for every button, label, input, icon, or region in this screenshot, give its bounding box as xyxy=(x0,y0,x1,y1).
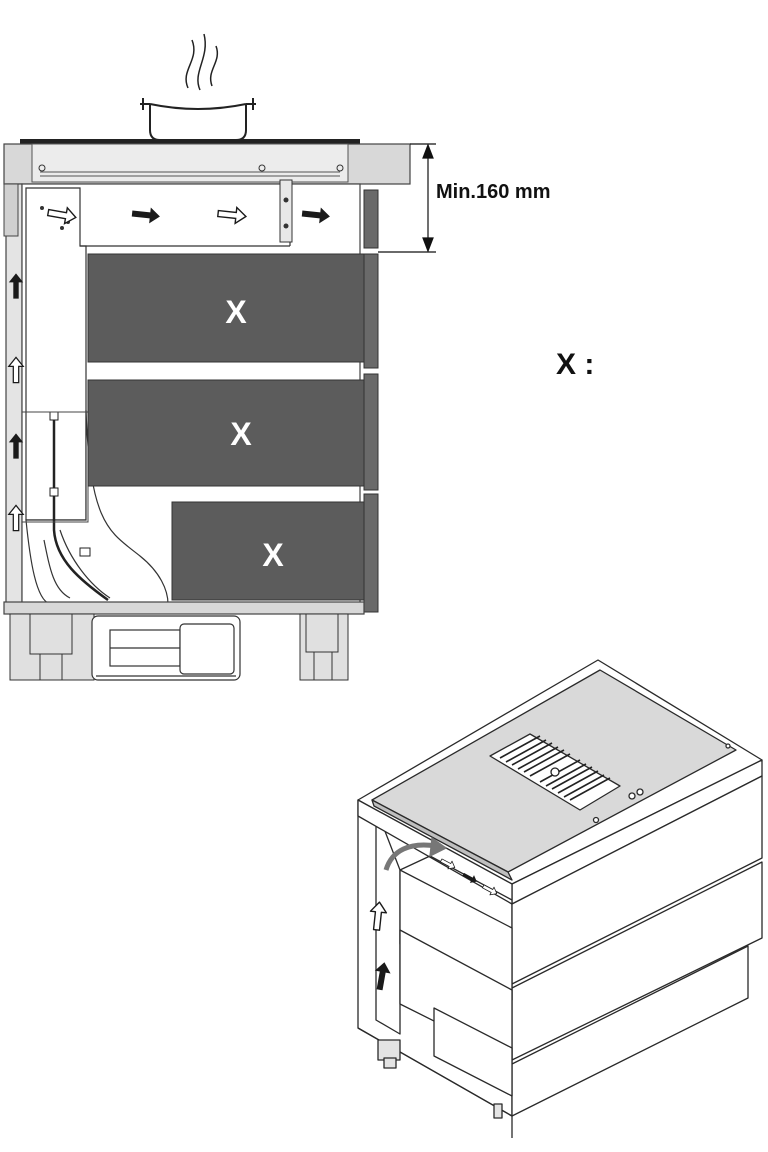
drawer-front-top xyxy=(363,189,379,249)
drawer-front-3 xyxy=(363,493,379,613)
iso-drawer-front-3 xyxy=(511,945,749,1117)
drawer-1 xyxy=(87,253,365,363)
clearance-label: Min.160 mm xyxy=(436,181,551,203)
drawer-front-2 xyxy=(363,373,379,491)
drawer-3 xyxy=(171,501,365,601)
drawer-mark-1: X xyxy=(225,294,247,330)
hob-glass xyxy=(20,139,360,144)
steam-icon xyxy=(185,33,219,91)
vertical-duct xyxy=(25,187,291,521)
section-view: X X X xyxy=(3,33,436,681)
iso-drawer-box-3 xyxy=(433,1007,513,1097)
drawer-front-1 xyxy=(363,253,379,369)
drawer-mark-2: X xyxy=(230,416,252,452)
cabinet-base xyxy=(3,601,365,615)
dimension-arrow-icon xyxy=(378,143,436,253)
fan-motor xyxy=(91,615,241,681)
isometric-view xyxy=(357,659,763,1138)
extraction-vent xyxy=(489,733,621,811)
cabinet-left-wall xyxy=(5,183,23,605)
drawer-2 xyxy=(87,379,365,487)
drawer-mark-3: X xyxy=(262,537,284,573)
pot-icon xyxy=(140,98,256,141)
legend-label: X : xyxy=(556,348,595,381)
